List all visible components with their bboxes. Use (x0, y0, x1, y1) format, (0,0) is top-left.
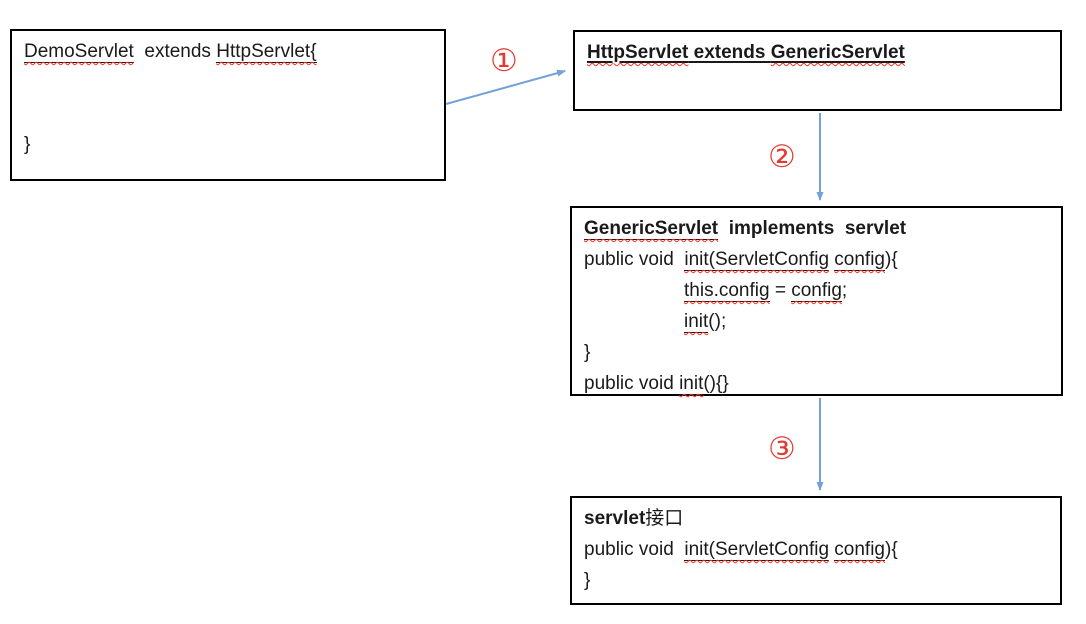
code-line: } (584, 337, 1061, 368)
code-line: public void init(){} (584, 368, 1061, 399)
spellcheck-word: config (791, 280, 842, 302)
code-line: HttpServlet extends GenericServlet (587, 37, 1060, 68)
text-segment: } (24, 134, 31, 155)
spellcheck-word: config (834, 249, 885, 271)
code-line: public void init(ServletConfig config){ (584, 534, 1060, 565)
code-line: } (24, 129, 444, 160)
text-segment: 接口 (645, 508, 684, 529)
spellcheck-word: init (684, 311, 709, 333)
spellcheck-word: init(ServletConfig (684, 249, 830, 271)
code-line: } (584, 565, 1060, 596)
spellcheck-word: config (834, 539, 885, 561)
text-segment: (){} (703, 373, 729, 394)
code-line: init(); (584, 306, 1061, 337)
demoservlet-class-box: DemoServlet extends HttpServlet{ } (10, 29, 446, 181)
circled-number-2: ② (768, 139, 796, 175)
code-line: servlet接口 (584, 503, 1060, 534)
spellcheck-word: HttpServlet (587, 42, 689, 63)
text-segment: } (584, 342, 591, 363)
spellcheck-word: GenericServlet (770, 42, 905, 63)
text-segment: ){ (885, 249, 898, 270)
text-segment: public void (584, 249, 685, 270)
text-segment: extends (133, 41, 217, 62)
code-line (24, 98, 444, 129)
text-segment: servlet (584, 508, 646, 529)
text-segment: } (584, 570, 591, 591)
code-line: this.config = config; (584, 275, 1061, 306)
spellcheck-word: GenericServlet (584, 218, 719, 240)
spellcheck-word: init (679, 373, 704, 395)
text-segment: (); (708, 311, 727, 332)
spellcheck-word: init(ServletConfig (684, 539, 830, 561)
circled-number-3: ③ (768, 431, 796, 467)
code-line: public void init(ServletConfig config){ (584, 244, 1061, 275)
text-segment: extends (688, 42, 771, 63)
text-segment: public void (584, 373, 680, 394)
circled-number-1: ① (490, 43, 518, 79)
text-segment: public void (584, 539, 685, 560)
spellcheck-word: HttpServlet{ (216, 41, 317, 63)
text-segment: ){ (885, 539, 898, 560)
code-line (24, 67, 444, 98)
text-segment: = (769, 280, 792, 301)
httpservlet-class-box: HttpServlet extends GenericServlet (573, 30, 1062, 111)
code-line: DemoServlet extends HttpServlet{ (24, 36, 444, 67)
text-segment: implements servlet (718, 218, 907, 239)
spellcheck-word: this.config (684, 280, 770, 302)
code-line: GenericServlet implements servlet (584, 213, 1061, 244)
spellcheck-word: DemoServlet (24, 41, 134, 63)
text-segment: ; (841, 280, 848, 301)
